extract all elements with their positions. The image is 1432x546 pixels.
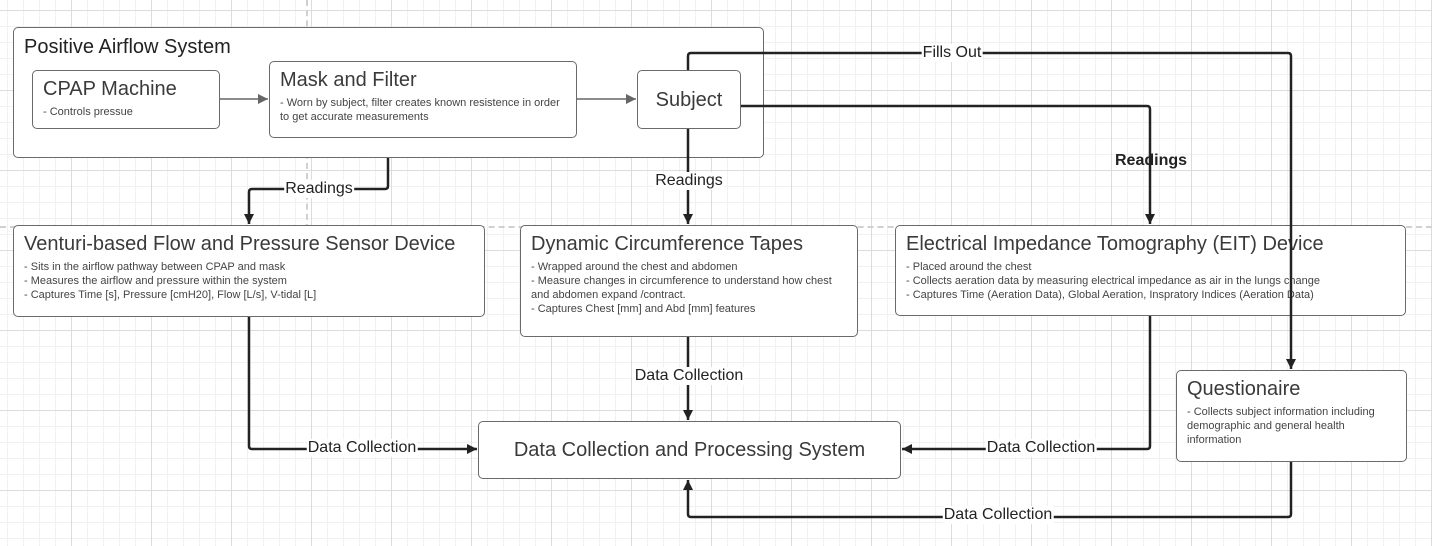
- description-line: Collects subject information including d…: [1187, 405, 1396, 447]
- edge-label-readings: Readings: [284, 180, 354, 198]
- node-mask-and-filter[interactable]: Mask and Filter Worn by subject, filter …: [269, 61, 577, 138]
- node-questionaire[interactable]: Questionaire Collects subject informatio…: [1176, 370, 1407, 462]
- description-line: Captures Time (Aeration Data), Global Ae…: [906, 288, 1395, 302]
- description-line: Controls pressue: [43, 105, 209, 119]
- edge-label-readings: Readings: [654, 172, 724, 190]
- node-description: Sits in the airflow pathway between CPAP…: [24, 260, 474, 302]
- edge-label-data-collection: Data Collection: [942, 506, 1054, 524]
- node-title: CPAP Machine: [43, 78, 177, 100]
- description-line: Worn by subject, filter creates known re…: [280, 96, 566, 124]
- node-title: Mask and Filter: [280, 69, 417, 91]
- node-description: Collects subject information including d…: [1187, 405, 1396, 447]
- node-title: Subject: [655, 88, 723, 111]
- description-line: Sits in the airflow pathway between CPAP…: [24, 260, 474, 274]
- node-circumference-tapes[interactable]: Dynamic Circumference Tapes Wrapped arou…: [520, 225, 858, 337]
- description-line: Captures Chest [mm] and Abd [mm] feature…: [531, 302, 847, 316]
- description-line: Collects aeration data by measuring elec…: [906, 274, 1395, 288]
- edge-label-readings: Readings: [1114, 152, 1188, 169]
- node-description: Worn by subject, filter creates known re…: [280, 96, 566, 124]
- edge-subject-fills-out-questionaire[interactable]: [686, 51, 1296, 369]
- node-subject[interactable]: Subject: [637, 70, 741, 129]
- description-line: Captures Time [s], Pressure [cmH20], Flo…: [24, 288, 474, 302]
- edge-label-data-collection: Data Collection: [985, 439, 1097, 457]
- description-line: Measures the airflow and pressure within…: [24, 274, 474, 288]
- edge-venturi-data-collection[interactable]: [247, 317, 477, 454]
- edge-eit-data-collection[interactable]: [902, 316, 1152, 454]
- node-title: Venturi-based Flow and Pressure Sensor D…: [24, 233, 456, 255]
- node-title: Questionaire: [1187, 378, 1301, 400]
- node-cpap-machine[interactable]: CPAP Machine Controls pressue: [32, 70, 220, 129]
- node-eit-device[interactable]: Electrical Impedance Tomography (EIT) De…: [895, 225, 1406, 316]
- edge-label-data-collection: Data Collection: [633, 367, 745, 385]
- edge-label-data-collection: Data Collection: [306, 439, 418, 457]
- edge-subject-readings-eit[interactable]: [741, 104, 1155, 224]
- node-description: Controls pressue: [43, 105, 209, 119]
- node-venturi-sensor[interactable]: Venturi-based Flow and Pressure Sensor D…: [13, 225, 485, 317]
- group-title: Positive Airflow System: [24, 36, 231, 58]
- node-title: Dynamic Circumference Tapes: [531, 233, 803, 255]
- node-data-collection-system[interactable]: Data Collection and Processing System: [478, 421, 901, 479]
- description-line: Measure changes in circumference to unde…: [531, 274, 847, 302]
- description-line: Placed around the chest: [906, 260, 1395, 274]
- description-line: Wrapped around the chest and abdomen: [531, 260, 847, 274]
- node-title: Data Collection and Processing System: [513, 439, 866, 461]
- node-title: Electrical Impedance Tomography (EIT) De…: [906, 233, 1324, 255]
- node-description: Placed around the chest Collects aeratio…: [906, 260, 1395, 302]
- node-description: Wrapped around the chest and abdomen Mea…: [531, 260, 847, 316]
- edge-label-fills-out: Fills Out: [921, 44, 983, 62]
